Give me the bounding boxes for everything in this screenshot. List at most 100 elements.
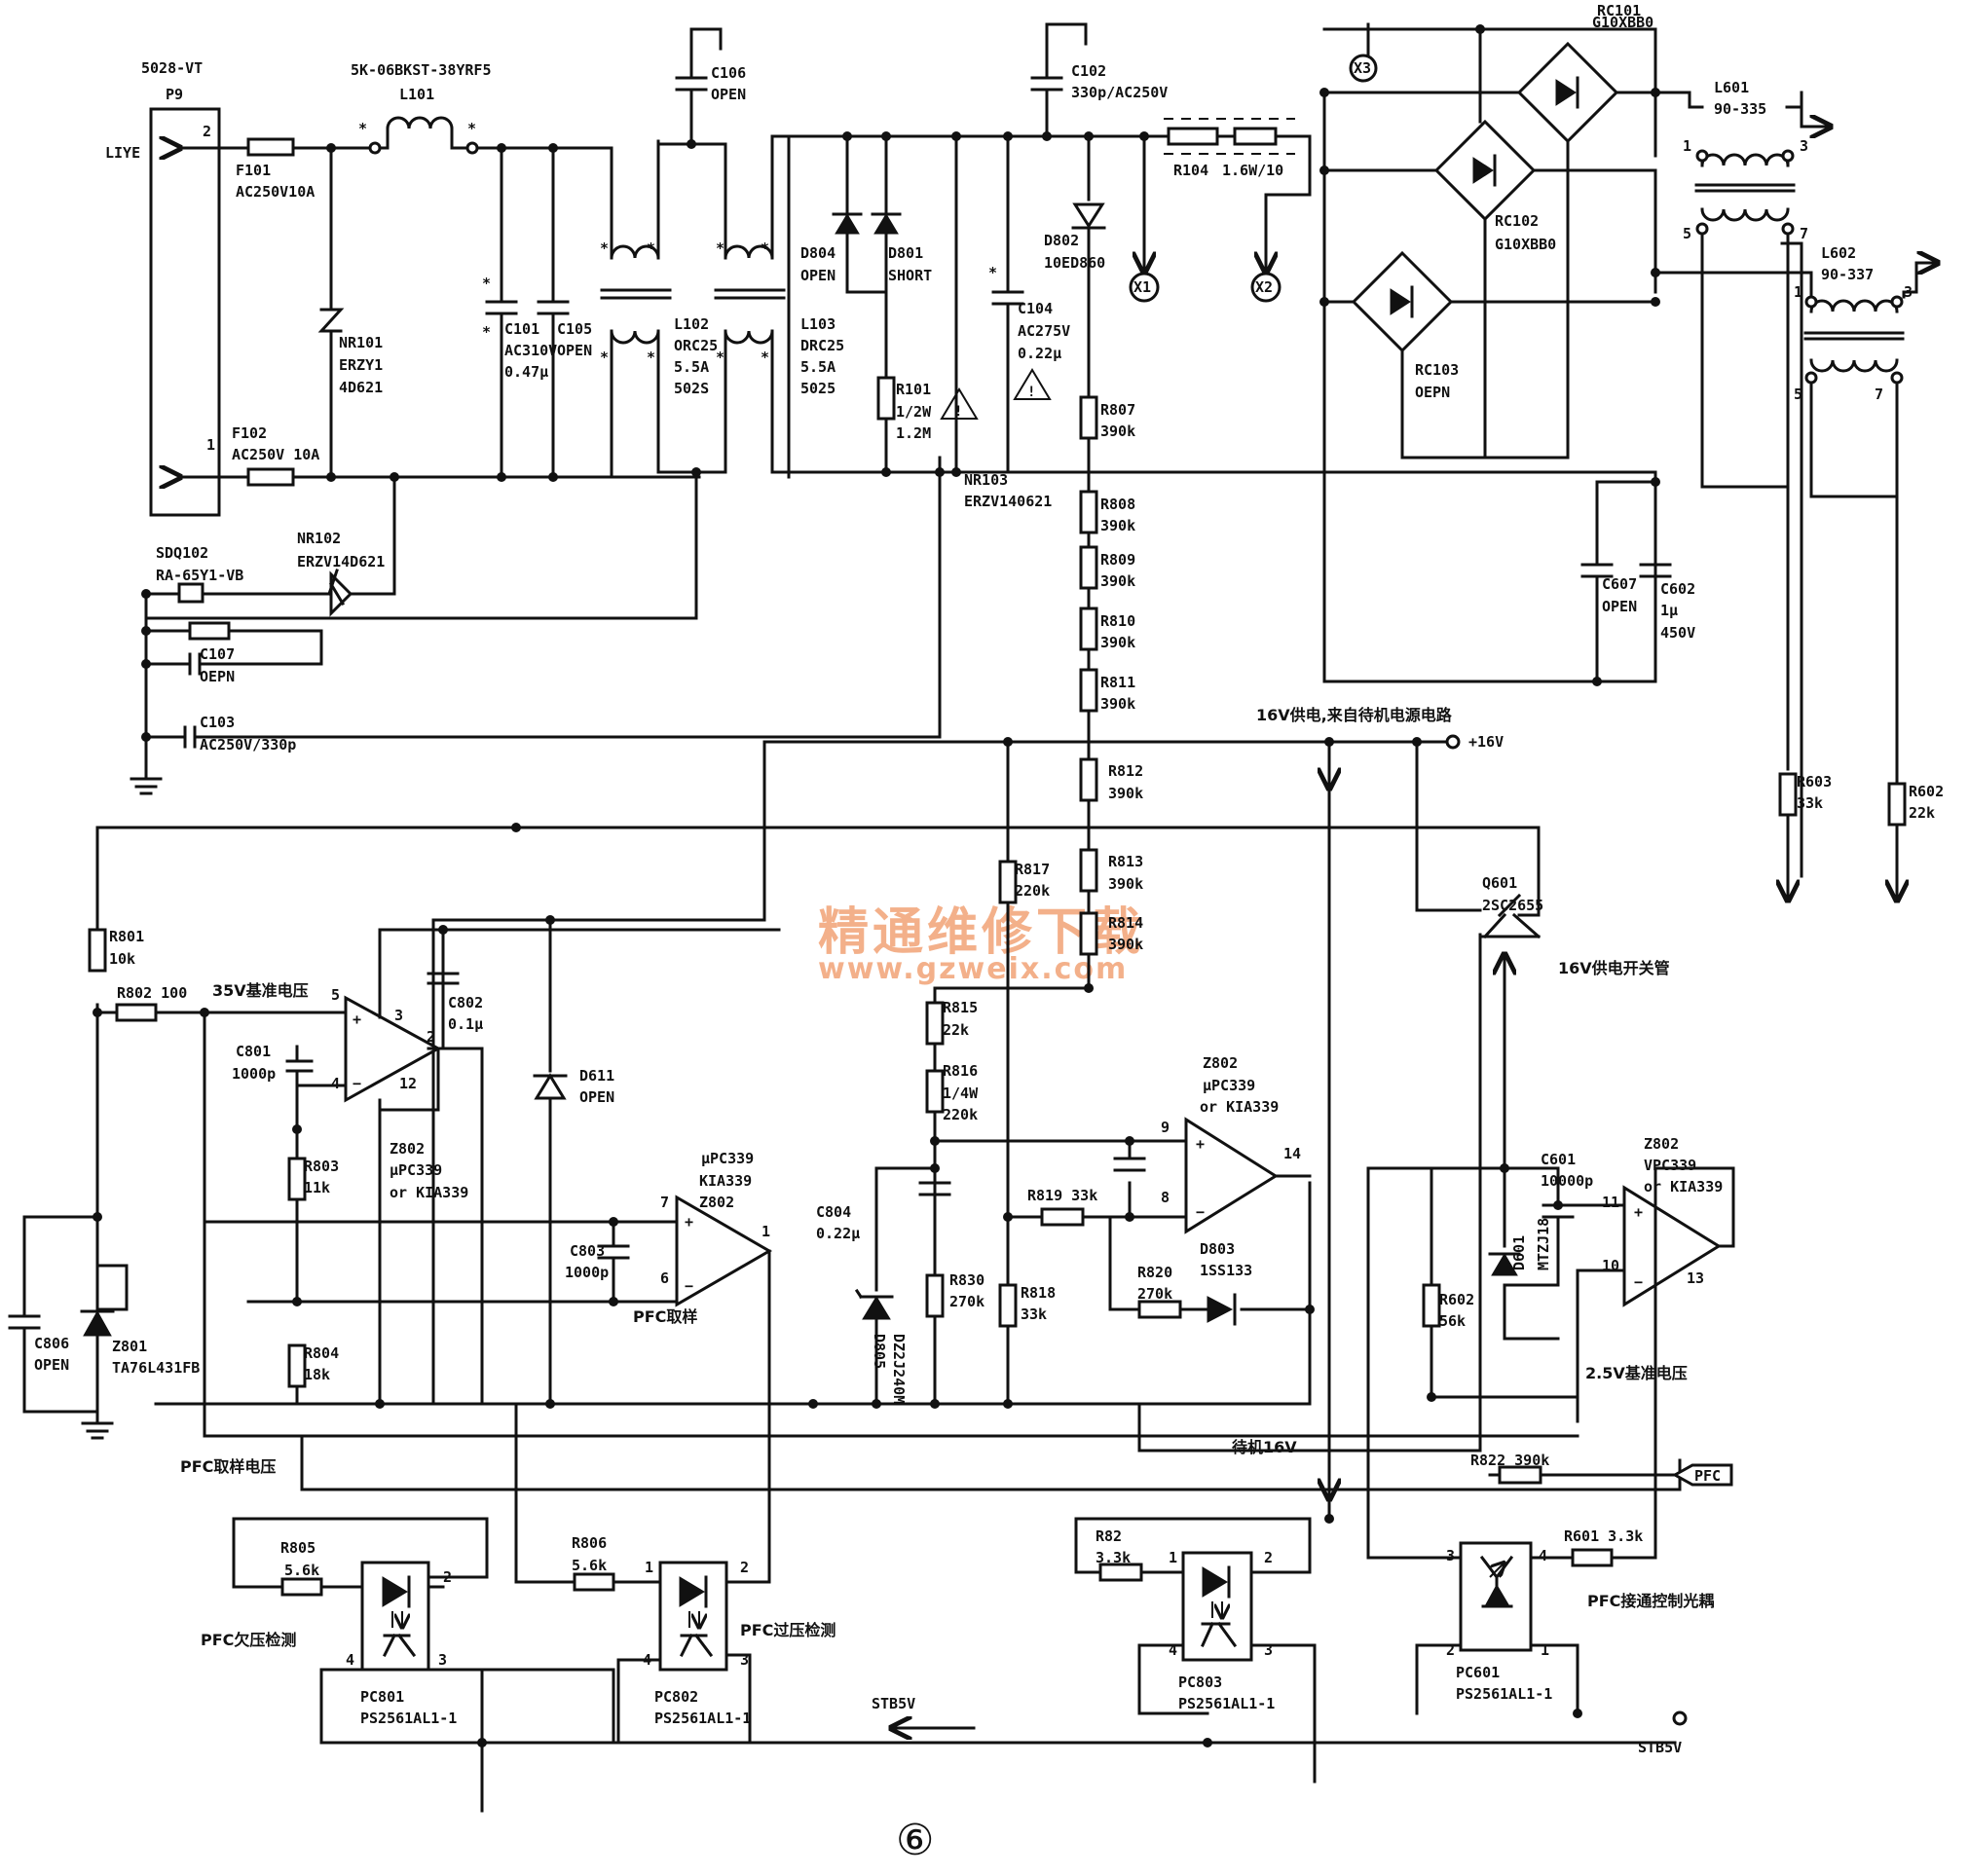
- q601-value: 2SC2655: [1482, 897, 1543, 914]
- terminal-x3: [1349, 54, 1378, 83]
- inductor-l101: [386, 116, 454, 130]
- svg-text:*: *: [716, 349, 724, 366]
- l103-b: 5.5A: [800, 358, 836, 376]
- r801-value: 10k: [109, 950, 135, 968]
- svg-text:−: −: [685, 1277, 693, 1295]
- diode-d803: [1207, 1296, 1234, 1323]
- c801-value: 1000p: [232, 1065, 276, 1083]
- r602-label: R602: [1439, 1291, 1474, 1308]
- optocoupler-pc802: [658, 1561, 728, 1672]
- pfc-over-text: PFC过压检测: [740, 1621, 836, 1639]
- r804-value: 18k: [304, 1366, 330, 1383]
- c802-value: 0.1μ: [448, 1015, 483, 1033]
- r830-value: 270k: [949, 1293, 984, 1310]
- l102-a: ORC25: [674, 337, 718, 354]
- r807-label: R807: [1100, 401, 1135, 419]
- svg-text:!: !: [954, 404, 962, 420]
- svg-text:*: *: [467, 120, 476, 137]
- svg-text:*: *: [600, 349, 609, 366]
- z802a-a: μPC339: [390, 1161, 442, 1179]
- c103-label: C103: [200, 714, 235, 731]
- c806-value: OPEN: [34, 1356, 69, 1374]
- r602b-value: 22k: [1909, 804, 1935, 822]
- nr103-value: ERZV140621: [964, 493, 1052, 510]
- rc103-label: RC103: [1415, 361, 1459, 379]
- pin-4: 4: [331, 1075, 340, 1092]
- svg-text:−: −: [1196, 1203, 1205, 1221]
- x1-label: X1: [1133, 278, 1151, 296]
- svg-text:*: *: [600, 239, 609, 257]
- switch16-text: 16V供电开关管: [1558, 959, 1670, 977]
- junction-dots: [93, 24, 1660, 1747]
- c804-label: C804: [816, 1203, 851, 1221]
- c806-label: C806: [34, 1335, 69, 1352]
- stb5v-label-right: STB5V: [1638, 1739, 1682, 1756]
- diode-d802: [1072, 202, 1105, 229]
- r813-label: R813: [1108, 853, 1143, 870]
- pfc-under-text: PFC欠压检测: [201, 1631, 296, 1649]
- r819-label: R819 33k: [1027, 1187, 1097, 1204]
- d601-value: MTZJ18: [1535, 1218, 1552, 1270]
- c104-label: C104: [1018, 300, 1053, 317]
- c803-value: 1000p: [565, 1264, 609, 1281]
- d803-label: D803: [1200, 1240, 1235, 1258]
- diode-d801: [873, 213, 899, 235]
- choke-l103: ** **: [714, 134, 791, 474]
- l102-b: 5.5A: [674, 358, 709, 376]
- resistor-r822: [1498, 1465, 1542, 1485]
- svg-text:*: *: [358, 120, 367, 137]
- c105-label: C105: [557, 320, 592, 338]
- optocoupler-pc801: [360, 1561, 430, 1672]
- pc803-pin1: 1: [1169, 1549, 1177, 1566]
- c104-b: 0.22μ: [1018, 345, 1061, 362]
- svg-text:+: +: [1634, 1203, 1643, 1221]
- resistor-r820: [1137, 1300, 1182, 1319]
- r816-a: 1/4W: [943, 1085, 979, 1102]
- r803-value: 11k: [304, 1179, 330, 1196]
- d804-label: D804: [800, 244, 836, 262]
- bridge-rc103: [1351, 250, 1454, 353]
- pin-8: 8: [1161, 1189, 1170, 1206]
- c601-label: C601: [1541, 1151, 1576, 1168]
- f101-value: AC250V10A: [236, 183, 315, 201]
- bridge-rc102: [1433, 119, 1537, 222]
- warning-icon-2: [1013, 368, 1052, 400]
- ref35-text: 35V基准电压: [212, 981, 309, 1000]
- connector-p9: 5028-VT P9 LIYE 2 1: [105, 59, 221, 517]
- plus16-label: +16V: [1468, 733, 1504, 751]
- resistor-r82: [1098, 1563, 1143, 1582]
- stb5v-label: STB5V: [872, 1695, 915, 1712]
- z802d-a: VPC339: [1644, 1157, 1696, 1174]
- z802c-label: Z802: [1203, 1054, 1238, 1072]
- d804-value: OPEN: [800, 267, 836, 284]
- resistor-r101: [876, 376, 896, 421]
- comparator-z802-far-right: +−: [1622, 1185, 1722, 1307]
- transistor-q601: [1478, 912, 1542, 939]
- choke-l102: ** **: [551, 139, 672, 479]
- svg-text:−: −: [353, 1075, 361, 1092]
- nr103-label: NR103: [964, 471, 1008, 489]
- c601-value: 10000p: [1541, 1172, 1593, 1190]
- nr102-value: ERZV14D621: [297, 553, 385, 570]
- pc601-label: PC601: [1456, 1664, 1500, 1681]
- ref25-text: 2.5V基准电压: [1585, 1364, 1688, 1382]
- watermark-url: www.gzweix.com: [818, 952, 1128, 986]
- svg-text:*: *: [716, 239, 724, 257]
- divider-chain: [1079, 395, 1098, 990]
- pc802-pin1: 1: [645, 1559, 653, 1576]
- d802-value: 10ED860: [1044, 254, 1105, 272]
- pin-6: 6: [660, 1269, 669, 1287]
- rc102-value: G10XBB0: [1495, 236, 1556, 253]
- r101-label: R101: [896, 381, 931, 398]
- l102-label: L102: [674, 315, 709, 333]
- r830-label: R830: [949, 1271, 984, 1289]
- c602-label: C602: [1660, 580, 1695, 598]
- c104-a: AC275V: [1018, 322, 1070, 340]
- l601-pin1: 1: [1683, 137, 1691, 155]
- resistor-r815: [925, 1001, 945, 1046]
- c803-label: C803: [570, 1242, 605, 1260]
- svg-text:*: *: [647, 239, 655, 257]
- r805-label: R805: [280, 1539, 316, 1557]
- pc803-label: PC803: [1178, 1674, 1222, 1691]
